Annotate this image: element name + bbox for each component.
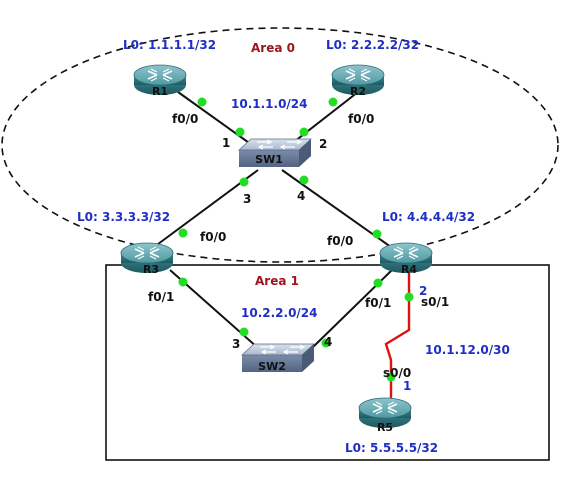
interface-label: f0/0 <box>200 230 226 244</box>
router-arrows-icon <box>345 68 371 82</box>
loopback-r3: L0: 3.3.3.3/32 <box>77 210 170 224</box>
port-number: 3 <box>232 337 240 351</box>
switch-sw1[interactable]: SW1 <box>238 138 312 167</box>
router-arrows-icon <box>372 401 398 415</box>
area0-boundary <box>1 27 559 263</box>
switch-arrows-icon <box>260 344 306 355</box>
port-dot <box>178 277 188 287</box>
router-label: R5 <box>377 421 393 434</box>
router-arrows-icon <box>147 68 173 82</box>
port-dot <box>178 228 188 238</box>
network-label-10-1-12-0: 10.1.12.0/30 <box>425 343 510 357</box>
interface-label: f0/0 <box>172 112 198 126</box>
port-dot <box>235 127 245 137</box>
router-r4[interactable]: R4 <box>379 242 433 276</box>
network-label-10-1-1-0: 10.1.1.0/24 <box>231 97 308 111</box>
port-dots <box>178 97 414 382</box>
router-r1[interactable]: R1 <box>133 64 187 98</box>
switch-arrows-icon <box>257 139 303 150</box>
router-label: R3 <box>143 263 159 276</box>
serial-endpoint-number: 2 <box>419 284 427 298</box>
link-r4-sw1 <box>281 169 399 253</box>
area1-label: Area 1 <box>255 274 299 288</box>
port-dot <box>299 127 309 137</box>
router-arrows-icon <box>393 246 419 260</box>
router-label: R1 <box>152 85 168 98</box>
port-number: 4 <box>297 189 305 203</box>
network-label-10-2-2-0: 10.2.2.0/24 <box>241 306 318 320</box>
router-label: R2 <box>350 85 366 98</box>
router-label: R4 <box>401 263 417 276</box>
port-dot <box>373 278 383 288</box>
switch-label: SW1 <box>255 153 283 166</box>
port-dot <box>404 292 414 302</box>
port-number: 1 <box>222 136 230 150</box>
area0-label: Area 0 <box>251 41 295 55</box>
port-dot <box>239 327 249 337</box>
router-r5[interactable]: R5 <box>358 397 412 434</box>
switch-label: SW2 <box>258 360 286 373</box>
interface-label: f0/1 <box>148 290 174 304</box>
port-number: 4 <box>324 335 332 349</box>
port-dot <box>321 338 331 348</box>
router-r3[interactable]: R3 <box>120 242 174 276</box>
loopback-r5: L0: 5.5.5.5/32 <box>345 441 438 455</box>
port-number: 3 <box>243 192 251 206</box>
serial-endpoint-number: 1 <box>403 379 411 393</box>
router-arrows-icon <box>134 246 160 260</box>
loopback-r1: L0: 1.1.1.1/32 <box>123 38 216 52</box>
port-dot <box>386 372 396 382</box>
port-dot <box>197 97 207 107</box>
port-number: 2 <box>319 137 327 151</box>
port-dot <box>239 177 249 187</box>
router-r2[interactable]: R2 <box>331 64 385 98</box>
port-dot <box>372 229 382 239</box>
interface-label: s0/1 <box>421 295 449 309</box>
loopback-r2: L0: 2.2.2.2/32 <box>326 38 419 52</box>
link-r2-sw1 <box>289 91 359 146</box>
interface-label: s0/0 <box>383 366 411 380</box>
area1-boundary <box>105 264 550 461</box>
interface-label: f0/0 <box>327 234 353 248</box>
port-dot <box>328 97 338 107</box>
loopback-r4: L0: 4.4.4.4/32 <box>382 210 475 224</box>
switch-sw2[interactable]: SW2 <box>241 343 315 373</box>
interface-label: f0/1 <box>365 296 391 310</box>
interface-label: f0/0 <box>348 112 374 126</box>
port-dot <box>299 175 309 185</box>
